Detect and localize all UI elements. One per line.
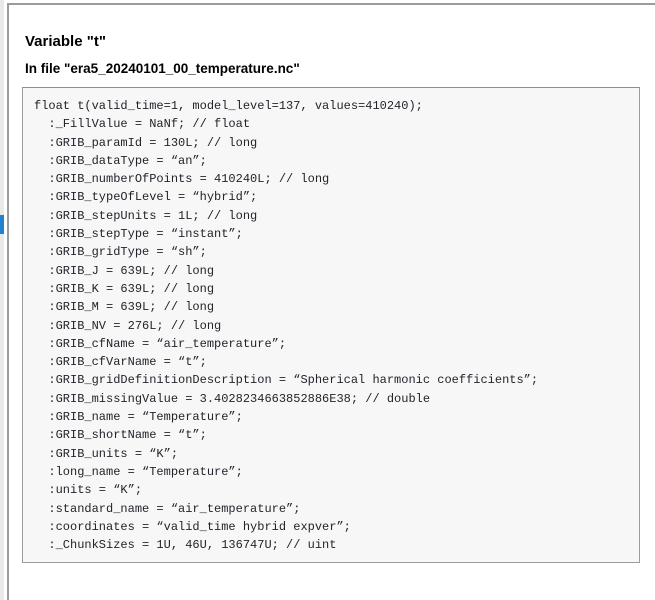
window-left-border <box>7 3 9 600</box>
file-subtitle: In file "era5_20240101_00_temperature.nc… <box>25 61 300 76</box>
page-title: Variable "t" <box>25 33 106 50</box>
variable-metadata-code-block: float t(valid_time=1, model_level=137, v… <box>22 87 640 563</box>
left-scrollbar-thumb[interactable] <box>0 215 4 234</box>
window-top-border <box>7 3 655 5</box>
left-scrollbar-track[interactable] <box>0 0 4 600</box>
